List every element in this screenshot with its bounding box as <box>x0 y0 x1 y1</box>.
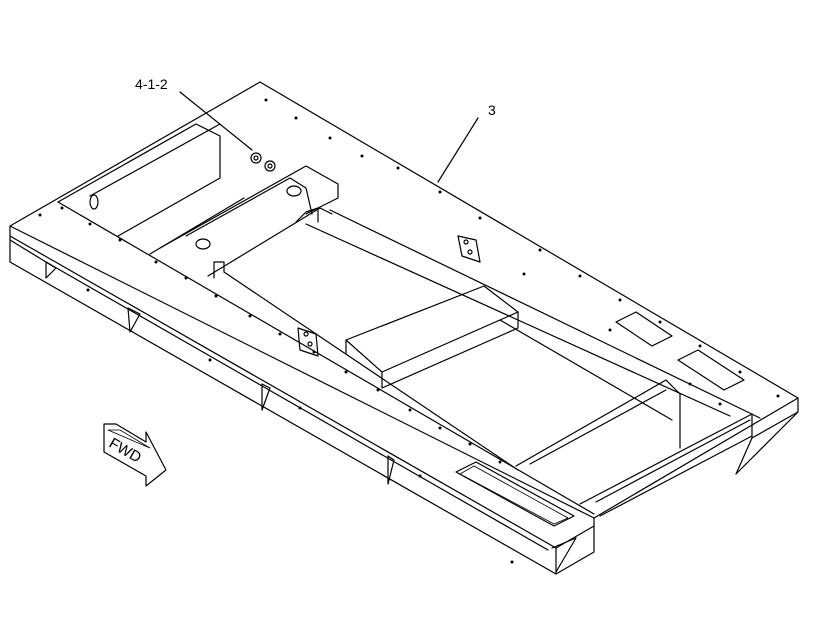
callout-label: 4-1-2 <box>135 76 168 92</box>
leader-lines <box>179 91 479 183</box>
bolt-holes <box>38 98 780 564</box>
mounting-brackets <box>297 235 481 357</box>
fwd-label: FWD <box>106 435 144 467</box>
frame-top-outline <box>9 81 799 575</box>
right-inner-wall <box>515 379 753 517</box>
cross-members <box>117 165 339 279</box>
front-beam <box>9 201 595 575</box>
left-end-wall <box>57 123 221 210</box>
callout-label: 3 <box>488 102 496 118</box>
fwd-arrow-icon: FWD <box>103 423 167 487</box>
fittings <box>250 152 276 172</box>
center-cross-tube <box>345 285 519 389</box>
access-cutouts <box>455 311 745 527</box>
